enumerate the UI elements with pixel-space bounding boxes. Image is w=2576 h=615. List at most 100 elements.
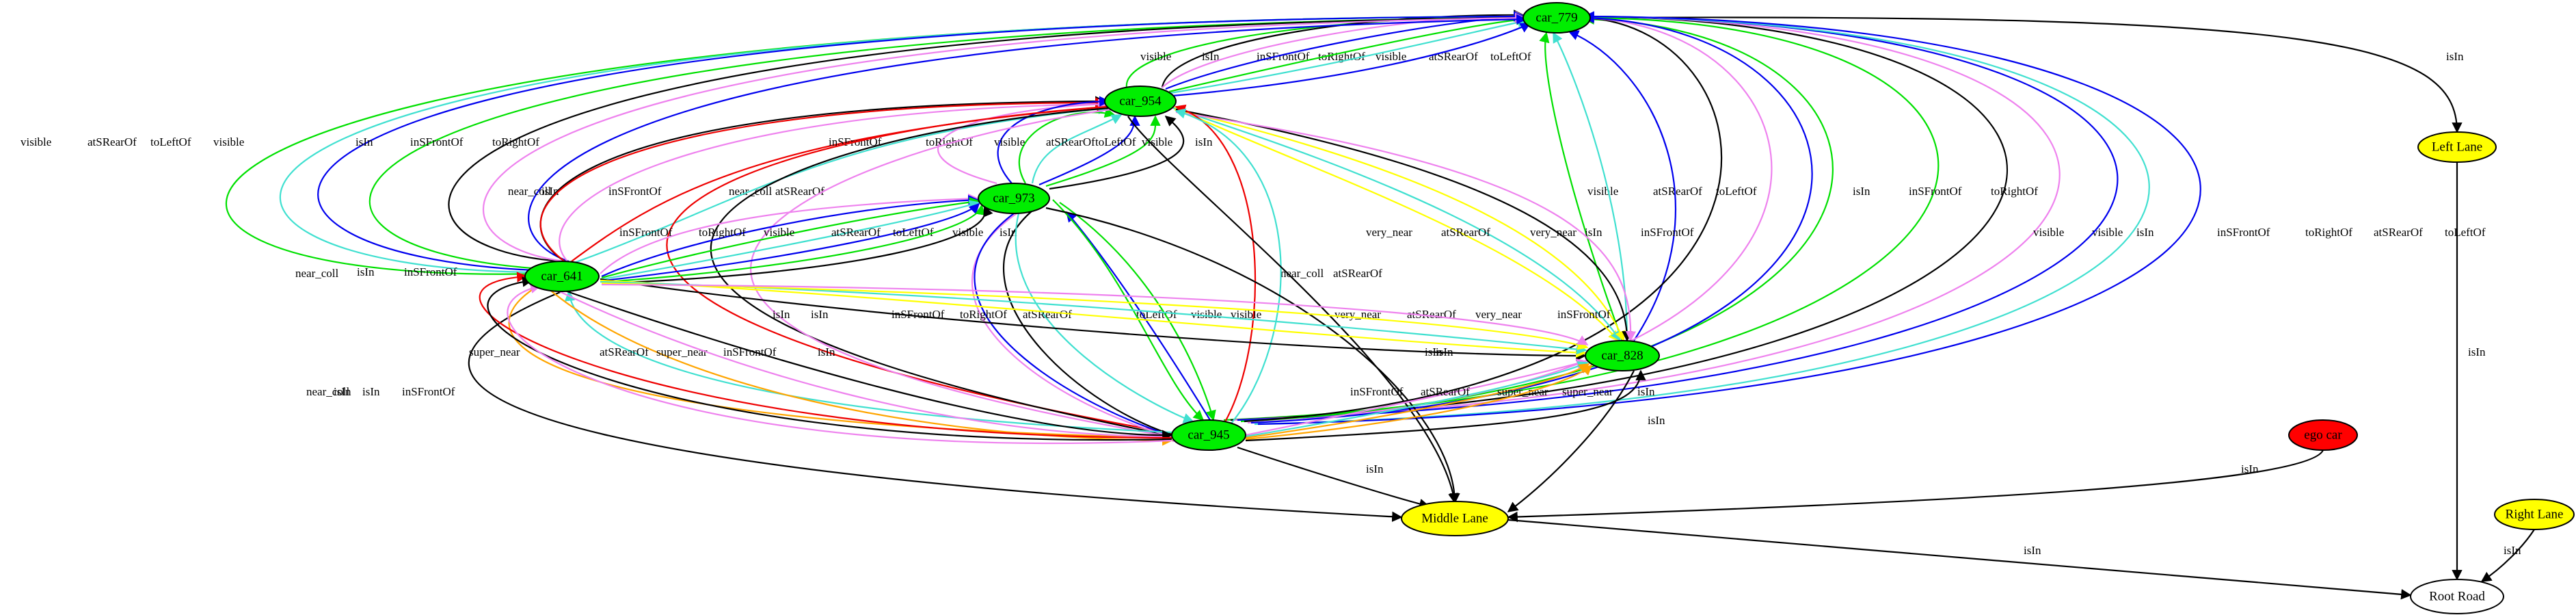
edge-car_641-toRightOf-car_779 [528, 14, 1527, 263]
edge-car_945-inSFrontOf-car_779 [1247, 12, 1773, 424]
edge-car_945-toRightOf-car_779 [1250, 12, 1813, 424]
edge-label: isIn [357, 265, 375, 278]
edge-label: atSRearOf [1653, 185, 1702, 198]
edge-label: visible [764, 226, 794, 239]
node-ego[interactable]: ego car [2288, 419, 2358, 451]
edge-car_641-atSRearOf-car_954 [574, 103, 1109, 264]
edge-label: inSFrontOf [1257, 50, 1310, 63]
node-right[interactable]: Right Lane [2494, 499, 2575, 530]
edge-label: isIn [2024, 544, 2041, 557]
node-label: car_828 [1601, 348, 1643, 363]
edge-car_945-inSFrontOf-car_779 [1233, 11, 2061, 421]
edge-label: isIn [2468, 345, 2486, 358]
edge-car_945-visible-car_779 [1223, 12, 1940, 421]
edge-label: atSRearOf [1046, 135, 1095, 148]
nodes-layer: car_779 car_954 car_973 car_641 car_828 car_9… [524, 2, 2575, 614]
edge-car_641-isIn-car_973 [606, 205, 993, 285]
edge-car_973-atSRearOf-car_954 [1031, 114, 1123, 184]
edge-car_945-toRightOf-car_779 [1237, 11, 2119, 421]
edge-right-isIn-road [2480, 529, 2535, 582]
edge-car_954-atSRearOf-car_779 [1170, 16, 1529, 94]
node-car-945[interactable]: car_945 [1171, 419, 1246, 451]
node-shape [978, 183, 1050, 214]
edge-label: isIn [773, 308, 790, 321]
edge-label: isIn [355, 135, 373, 148]
node-shape [1104, 86, 1177, 117]
edge-car_945-inSFrontOf-car_641 [507, 283, 1172, 445]
edge-car_973-visible-car_954 [1045, 115, 1161, 187]
edge-label: toLeftOf [1490, 50, 1531, 63]
edge-car_641-atSRearOf-car_828 [600, 280, 1587, 355]
node-car-779[interactable]: car_779 [1522, 2, 1591, 34]
node-left[interactable]: Left Lane [2417, 131, 2497, 163]
node-car-828[interactable]: car_828 [1585, 340, 1660, 371]
edge-label: toLeftOf [1136, 308, 1177, 321]
edge-car_954-very_near-car_828 [1174, 108, 1626, 342]
edge-car_945-super_near-car_828 [1245, 364, 1593, 441]
edge-car_641-visible-car_779 [368, 12, 1526, 271]
edge-label: isIn [1366, 462, 1384, 475]
edge-label: very_near [1530, 226, 1577, 239]
edge-car_954-very_near-car_828 [1172, 106, 1619, 342]
edge-label: super_near [656, 345, 708, 358]
node-label: car_954 [1119, 94, 1162, 108]
edge-label: super_near [1497, 385, 1548, 398]
edge-car_954-toLeftOf-car_779 [1172, 23, 1531, 97]
node-car-973[interactable]: car_973 [978, 183, 1050, 214]
edge-label: inSFrontOf [1557, 308, 1611, 321]
edge-label: atSRearOf [1429, 50, 1478, 63]
edge-label: visible [1142, 135, 1172, 148]
edge-car_828-isIn-middle [1507, 370, 1635, 512]
node-middle[interactable]: Middle Lane [1401, 501, 1509, 536]
edge-car_973-atSRearOf-car_945 [1015, 213, 1194, 423]
edge-car_973-visible-car_945 [1059, 202, 1216, 421]
edge-label: isIn [818, 345, 835, 358]
node-car-954[interactable]: car_954 [1104, 86, 1177, 117]
node-road[interactable]: Root Road [2410, 579, 2504, 614]
edge-car_641-very_near-car_828 [601, 282, 1589, 350]
edge-car_973-inSFrontOf-car_954 [937, 99, 1109, 185]
edge-label: isIn [334, 385, 351, 398]
edge-car_954-isIn-car_945 [710, 107, 1184, 441]
node-label: ego car [2304, 428, 2342, 442]
edge-label: inSFrontOf [1350, 385, 1404, 398]
node-car-641[interactable]: car_641 [524, 261, 600, 292]
edge-car_945-near_coll-car_641 [479, 272, 1172, 439]
edge-car_641-toLeftOf-car_779 [317, 11, 1525, 272]
edge-car_973-visible-car_945 [1052, 199, 1205, 421]
edge-label: visible [213, 135, 244, 148]
edge-car_954-isIn-middle [1127, 116, 1459, 504]
edge-car_954-isIn-car_828 [1175, 108, 1633, 342]
node-shape [1171, 419, 1246, 451]
node-label: Right Lane [2506, 507, 2564, 521]
edge-label: visible [952, 226, 983, 239]
node-label: car_779 [1535, 10, 1577, 25]
edge-car_641-inSFrontOf-car_828 [601, 283, 1589, 345]
edge-car_945-isIn-car_779 [1244, 13, 1723, 423]
node-shape [2288, 419, 2358, 451]
edge-label: isIn [1202, 50, 1220, 63]
edge-label: isIn [1853, 185, 1870, 198]
edge-label: visible [1376, 50, 1406, 63]
edge-label: isIn [1195, 135, 1213, 148]
edge-car_641-near_coll-car_954 [539, 97, 1106, 262]
edge-middle-isIn-road [1507, 519, 2412, 600]
edge-car_641-isIn-car_779 [448, 12, 1526, 263]
edge-label: inSFrontOf [402, 385, 455, 398]
edge-label: inSFrontOf [608, 185, 662, 198]
edge-car_641-inSFrontOf-car_945 [550, 287, 1173, 442]
edge-car_973-toLeftOf-car_954 [1038, 115, 1140, 186]
edge-label: inSFrontOf [1641, 226, 1694, 239]
edge-car_954-near_coll-car_945 [666, 105, 1191, 441]
edge-label: atSRearOf [600, 345, 649, 358]
node-label: car_973 [993, 191, 1034, 205]
edge-label: toLeftOf [1095, 135, 1136, 148]
edge-label: toLeftOf [150, 135, 191, 148]
edge-label: visible [1231, 308, 1261, 321]
edge-label: toRightOf [1991, 185, 2038, 198]
edge-label: toRightOf [492, 135, 539, 148]
edge-label: very_near [1475, 308, 1522, 321]
edge-car_779-isIn-left [1585, 16, 2463, 133]
edge-label: atSRearOf [1441, 226, 1490, 239]
edge-label: atSRearOf [88, 135, 137, 148]
